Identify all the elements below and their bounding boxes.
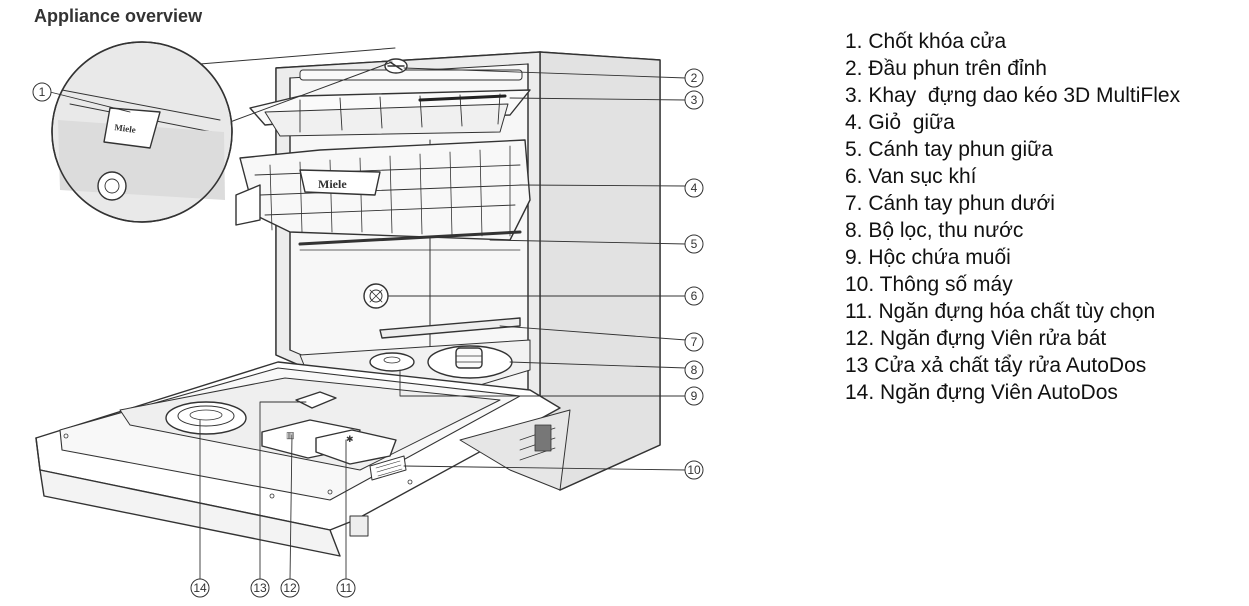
legend-item: 13 Cửa xả chất tẩy rửa AutoDos [845, 354, 1147, 377]
door-lock-magnifier: Miele [51, 41, 396, 223]
legend-item: 3. Khay đựng dao kéo 3D MultiFlex [845, 84, 1181, 107]
diagram-title: Appliance overview [34, 6, 203, 26]
filter-sump [427, 345, 513, 379]
top-spray-head [384, 58, 408, 74]
svg-text:✱: ✱ [346, 434, 354, 444]
legend-item: 8. Bộ lọc, thu nước [845, 219, 1024, 242]
aeration-valve [363, 283, 389, 309]
data-plate [369, 455, 407, 481]
autodos-compartment [165, 401, 247, 435]
detergent-compartments: ▥ ✱ [261, 419, 397, 465]
legend-item: 12. Ngăn đựng Viên rửa bát [845, 327, 1107, 350]
svg-text:6: 6 [691, 289, 698, 303]
open-door [35, 361, 571, 557]
callout-marker-12: 12 [280, 578, 300, 598]
svg-text:1: 1 [39, 85, 46, 99]
callout-marker-2: 2 [684, 68, 704, 88]
legend-item: 11. Ngăn đựng hóa chất tùy chọn [845, 300, 1156, 323]
callout-marker-6: 6 [684, 286, 704, 306]
legend-item: 14. Ngăn đựng Viên AutoDos [845, 381, 1118, 404]
callout-marker-3: 3 [684, 90, 704, 110]
legend-item: 9. Hộc chứa muối [845, 246, 1011, 269]
brand-logo-basket: Miele [318, 177, 347, 191]
svg-text:12: 12 [283, 581, 297, 595]
svg-text:8: 8 [691, 363, 698, 377]
parts-legend: 1. Chốt khóa cửa 2. Đầu phun trên đỉnh 3… [845, 28, 1180, 406]
callout-marker-1: 1 [32, 82, 52, 102]
svg-text:11: 11 [340, 581, 353, 595]
svg-text:7: 7 [691, 335, 698, 349]
callout-marker-11: 11 [336, 578, 356, 598]
callout-marker-13: 13 [250, 578, 270, 598]
middle-spray-arm [298, 230, 522, 246]
legend-item: 4. Giỏ giữa [845, 111, 955, 134]
legend-item: 6. Van sục khí [845, 165, 977, 188]
svg-text:9: 9 [691, 389, 698, 403]
callout-marker-14: 14 [190, 578, 210, 598]
svg-text:▥: ▥ [286, 430, 295, 440]
brand-logo-lock: Miele [114, 122, 137, 135]
autodos-release-flap [295, 391, 337, 409]
callout-marker-5: 5 [684, 234, 704, 254]
svg-text:14: 14 [193, 581, 207, 595]
salt-container [369, 352, 415, 372]
legend-item: 7. Cánh tay phun dưới [845, 192, 1055, 215]
lower-spray-arm [379, 317, 521, 339]
svg-text:4: 4 [691, 181, 698, 195]
callout-marker-10: 10 [684, 460, 704, 480]
svg-text:10: 10 [687, 463, 701, 477]
legend-item: 10. Thông số máy [845, 273, 1013, 296]
svg-text:5: 5 [691, 237, 698, 251]
callout-marker-8: 8 [684, 360, 704, 380]
svg-text:2: 2 [691, 71, 698, 85]
callout-marker-4: 4 [684, 178, 704, 198]
callout-marker-9: 9 [684, 386, 704, 406]
legend-item: 2. Đầu phun trên đỉnh [845, 57, 1047, 80]
cutlery-tray [249, 89, 531, 137]
callout-marker-7: 7 [684, 332, 704, 352]
legend-item: 5. Cánh tay phun giữa [845, 138, 1053, 161]
svg-text:3: 3 [691, 93, 698, 107]
svg-text:13: 13 [253, 581, 267, 595]
legend-item: 1. Chốt khóa cửa [845, 30, 1007, 53]
middle-basket: Miele [235, 139, 531, 241]
leader-lines [49, 67, 687, 581]
